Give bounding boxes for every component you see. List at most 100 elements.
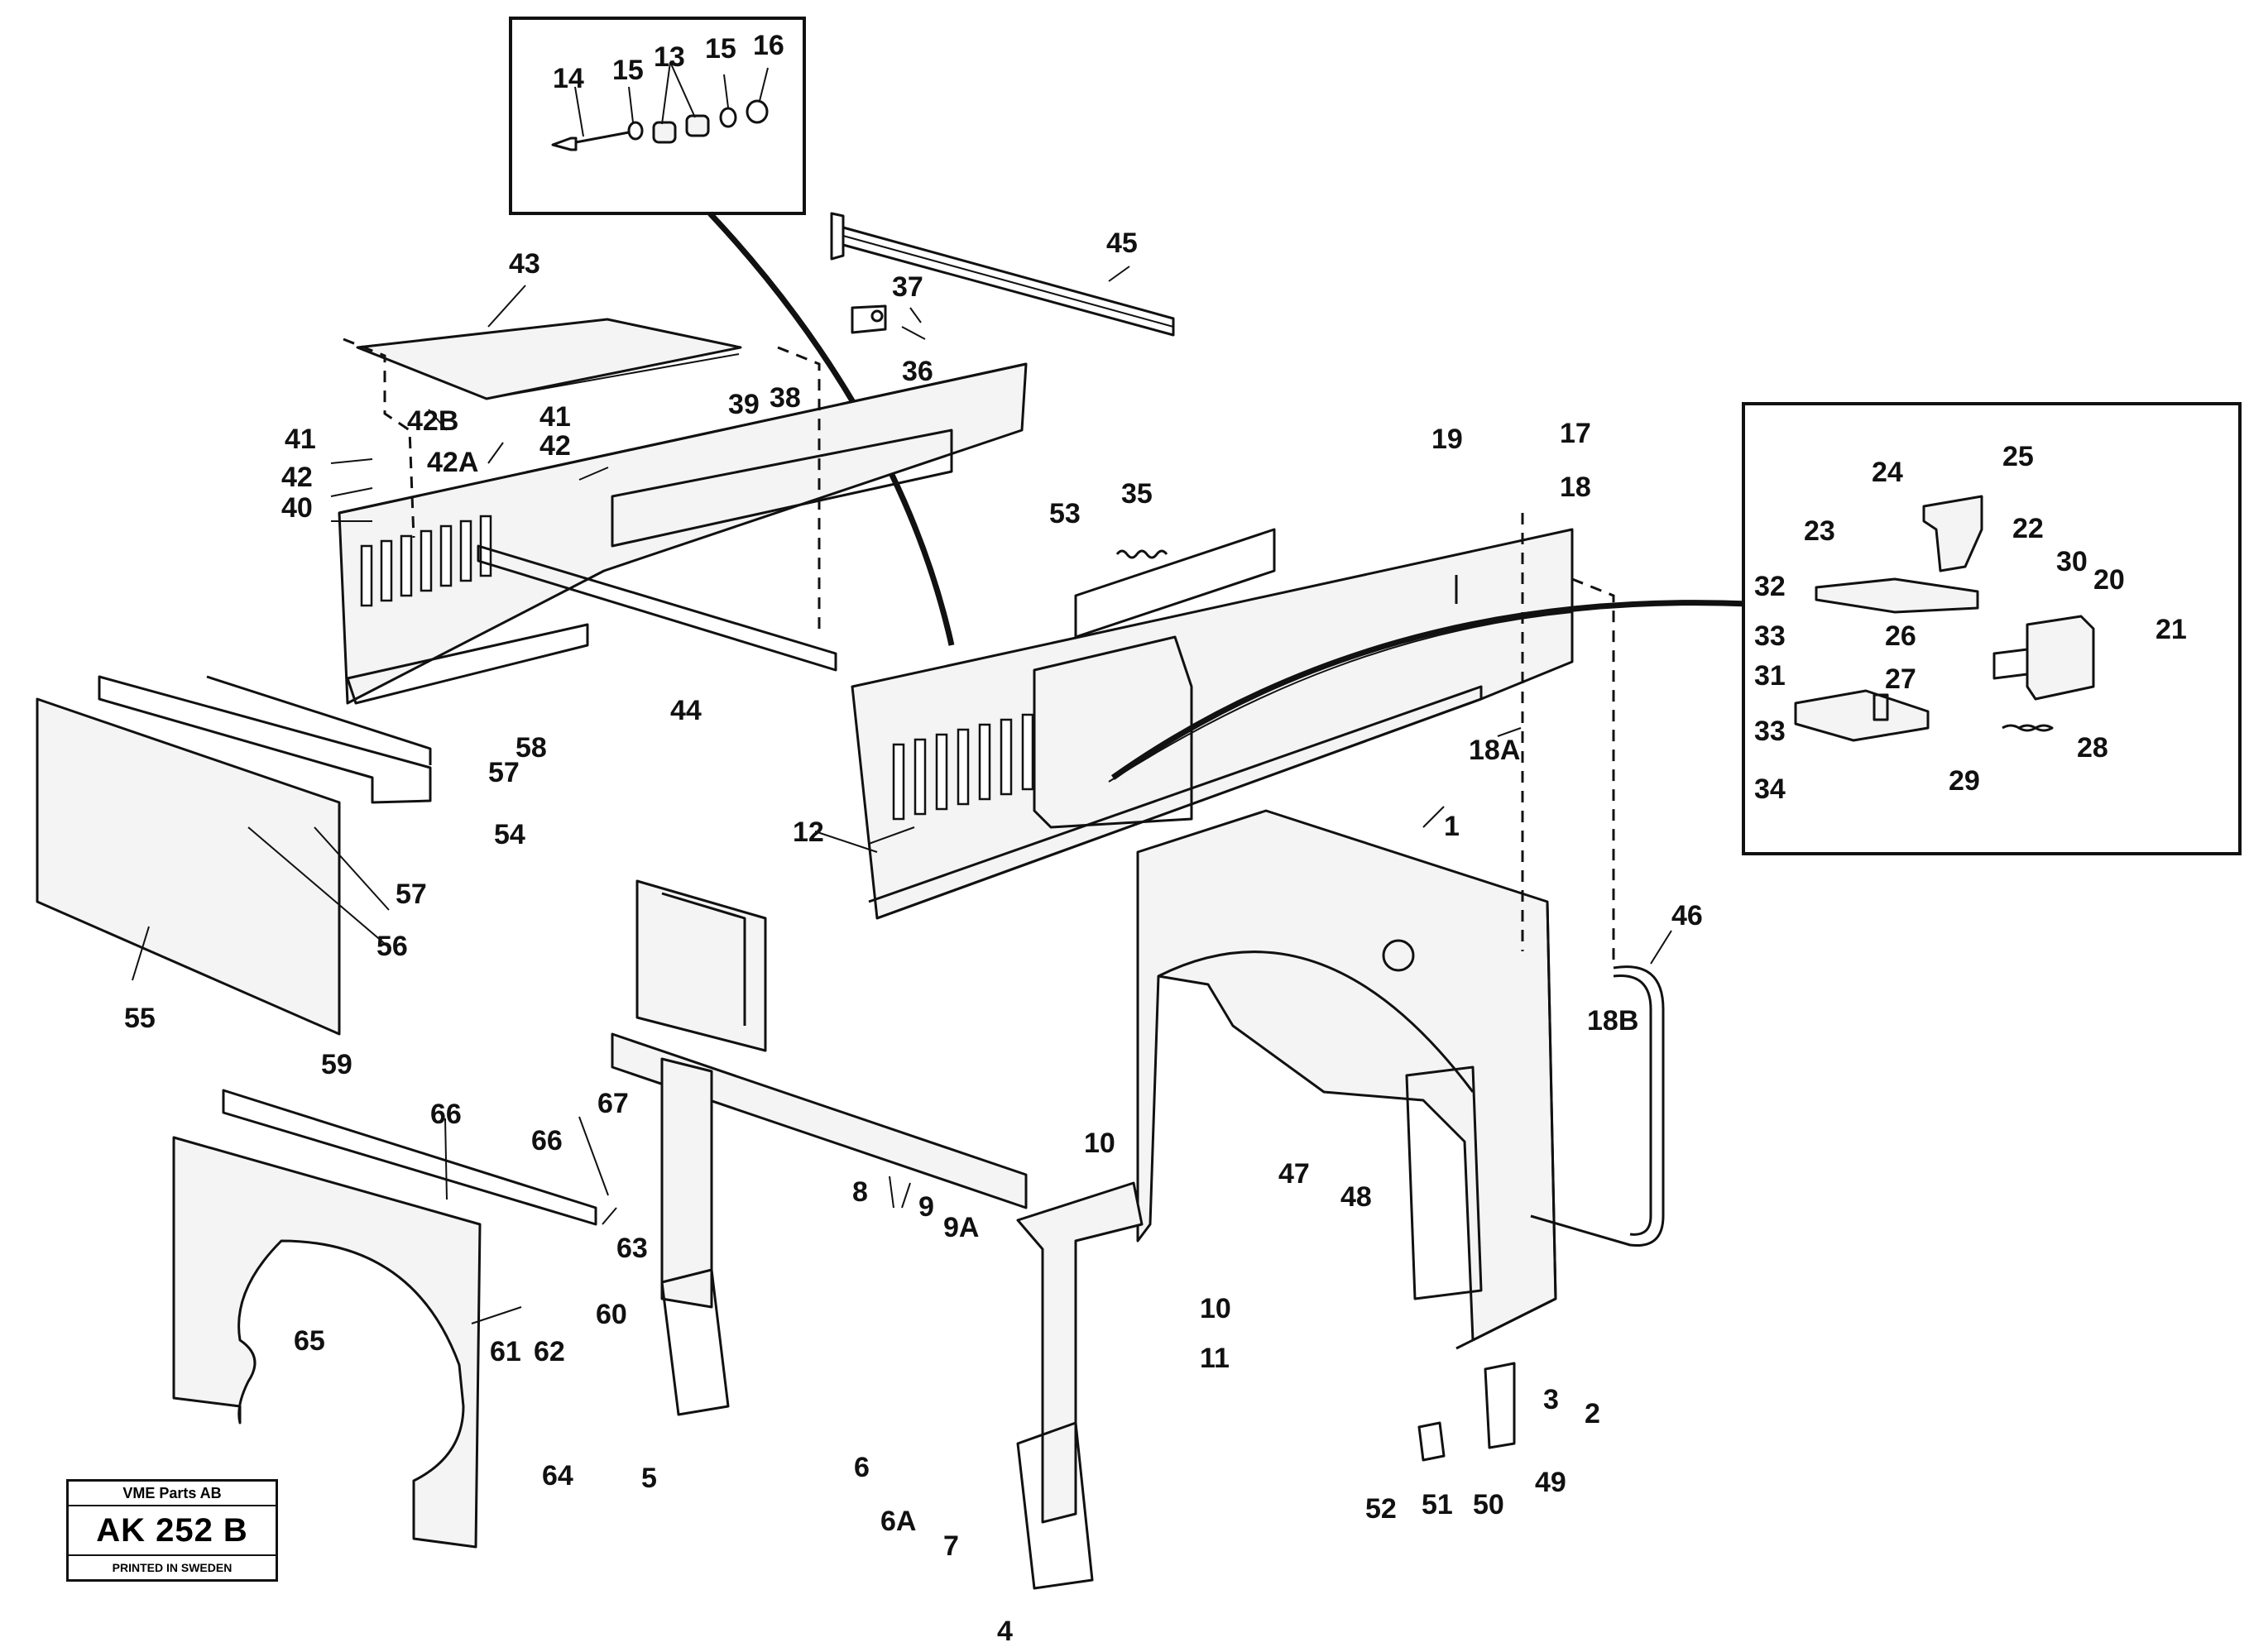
callout: 27 (1885, 663, 1916, 695)
panel-12-vents (892, 713, 1034, 821)
callout: 57 (488, 757, 520, 788)
callout: 35 (1121, 478, 1153, 510)
callout: 15 (612, 55, 644, 86)
guard-64 (172, 1136, 482, 1549)
callout: 41 (285, 424, 316, 455)
callout: 61 (490, 1336, 521, 1367)
crossmember-8 (611, 879, 1028, 1209)
callout: 38 (770, 382, 801, 414)
callout: 11 (1200, 1343, 1230, 1374)
callout: 5 (641, 1463, 657, 1494)
callout: 14 (553, 63, 584, 94)
callout: 58 (515, 732, 547, 764)
callout: 7 (943, 1530, 959, 1562)
callout: 66 (430, 1099, 462, 1130)
dashed-link-43 (343, 338, 415, 539)
spring-53 (1115, 549, 1168, 559)
callout: 41 (539, 401, 571, 433)
callout: 42B (407, 405, 458, 437)
callout: 31 (1754, 660, 1786, 692)
callout: 29 (1949, 765, 1980, 797)
panel-40-vents (360, 515, 492, 607)
callout: 8 (852, 1176, 868, 1208)
callout: 36 (902, 356, 933, 387)
callout: 33 (1754, 620, 1786, 652)
callout: 30 (2056, 546, 2088, 577)
stamp-code: AK 252 B (69, 1506, 276, 1556)
callout: 9A (943, 1212, 979, 1243)
panel-to-inset-cable (1110, 600, 1751, 780)
callout: 28 (2077, 732, 2108, 764)
panel-12 (851, 528, 1574, 920)
callout: 2 (1585, 1398, 1600, 1429)
bracket-59 (222, 1089, 597, 1226)
callout: 63 (616, 1233, 648, 1264)
title-stamp: VME Parts AB AK 252 B PRINTED IN SWEDEN (66, 1479, 278, 1582)
post-5 (660, 1057, 730, 1416)
callout: 42 (281, 462, 313, 493)
callout: 50 (1473, 1489, 1504, 1520)
callout: 51 (1422, 1489, 1453, 1520)
callout: 19 (1431, 424, 1463, 455)
callout: 1 (1444, 811, 1460, 842)
callout: 13 (654, 41, 685, 73)
callout: 64 (542, 1460, 573, 1492)
callout: 18 (1560, 472, 1591, 503)
callout: 54 (494, 819, 525, 850)
stamp-company: VME Parts AB (69, 1482, 276, 1506)
callout: 56 (376, 931, 408, 962)
dashed-link-46 (1571, 577, 1615, 968)
callout: 62 (534, 1336, 565, 1367)
callout: 42 (539, 430, 571, 462)
callout: 33 (1754, 716, 1786, 747)
callout: 53 (1049, 498, 1081, 529)
rod-45 (830, 212, 1175, 337)
callout: 44 (670, 695, 702, 726)
callout: 52 (1365, 1493, 1397, 1525)
callout: 10 (1200, 1293, 1231, 1324)
callout: 18A (1469, 735, 1520, 766)
frame-1 (1136, 809, 1557, 1350)
callout: 34 (1754, 773, 1786, 805)
callout: 20 (2093, 564, 2125, 596)
callout: 10 (1084, 1128, 1115, 1159)
callout: 26 (1885, 620, 1916, 652)
callout: 47 (1278, 1158, 1310, 1190)
callout: 45 (1106, 227, 1138, 259)
callout: 22 (2012, 513, 2044, 544)
callout-labels: 14 15 13 15 16 45 37 36 43 39 38 42B 41 … (124, 30, 2187, 1647)
callout: 6 (854, 1452, 870, 1483)
callout: 49 (1535, 1467, 1566, 1498)
cover-43 (356, 318, 742, 400)
callout: 32 (1754, 571, 1786, 602)
callout: 6A (880, 1506, 916, 1537)
detail-inset-bolt (509, 17, 806, 215)
callout: 15 (705, 33, 736, 65)
callout: 12 (793, 816, 824, 848)
callout: 21 (2155, 614, 2187, 645)
leader-lines (132, 61, 1672, 1324)
callout: 9 (918, 1191, 934, 1223)
plate-55 (36, 697, 341, 1036)
panel-40 (338, 362, 1028, 705)
handle-46 (1530, 965, 1665, 1247)
callout: 17 (1560, 418, 1591, 449)
bracket-36 (851, 304, 887, 334)
callout: 4 (997, 1616, 1013, 1647)
callout: 66 (531, 1125, 563, 1156)
callout: 60 (596, 1299, 627, 1330)
callout: 16 (753, 30, 784, 61)
callout: 39 (728, 389, 760, 420)
rail-44 (477, 544, 837, 672)
callout: 55 (124, 1003, 156, 1034)
clips-49-52 (1417, 1362, 1516, 1462)
callout: 37 (892, 271, 923, 303)
callout: 25 (2002, 441, 2034, 472)
callout: 57 (396, 879, 427, 910)
callout: 48 (1340, 1181, 1372, 1213)
callout: 40 (281, 492, 313, 524)
callout: 3 (1543, 1384, 1559, 1415)
callout: 23 (1804, 515, 1835, 547)
callout: 43 (509, 248, 540, 280)
